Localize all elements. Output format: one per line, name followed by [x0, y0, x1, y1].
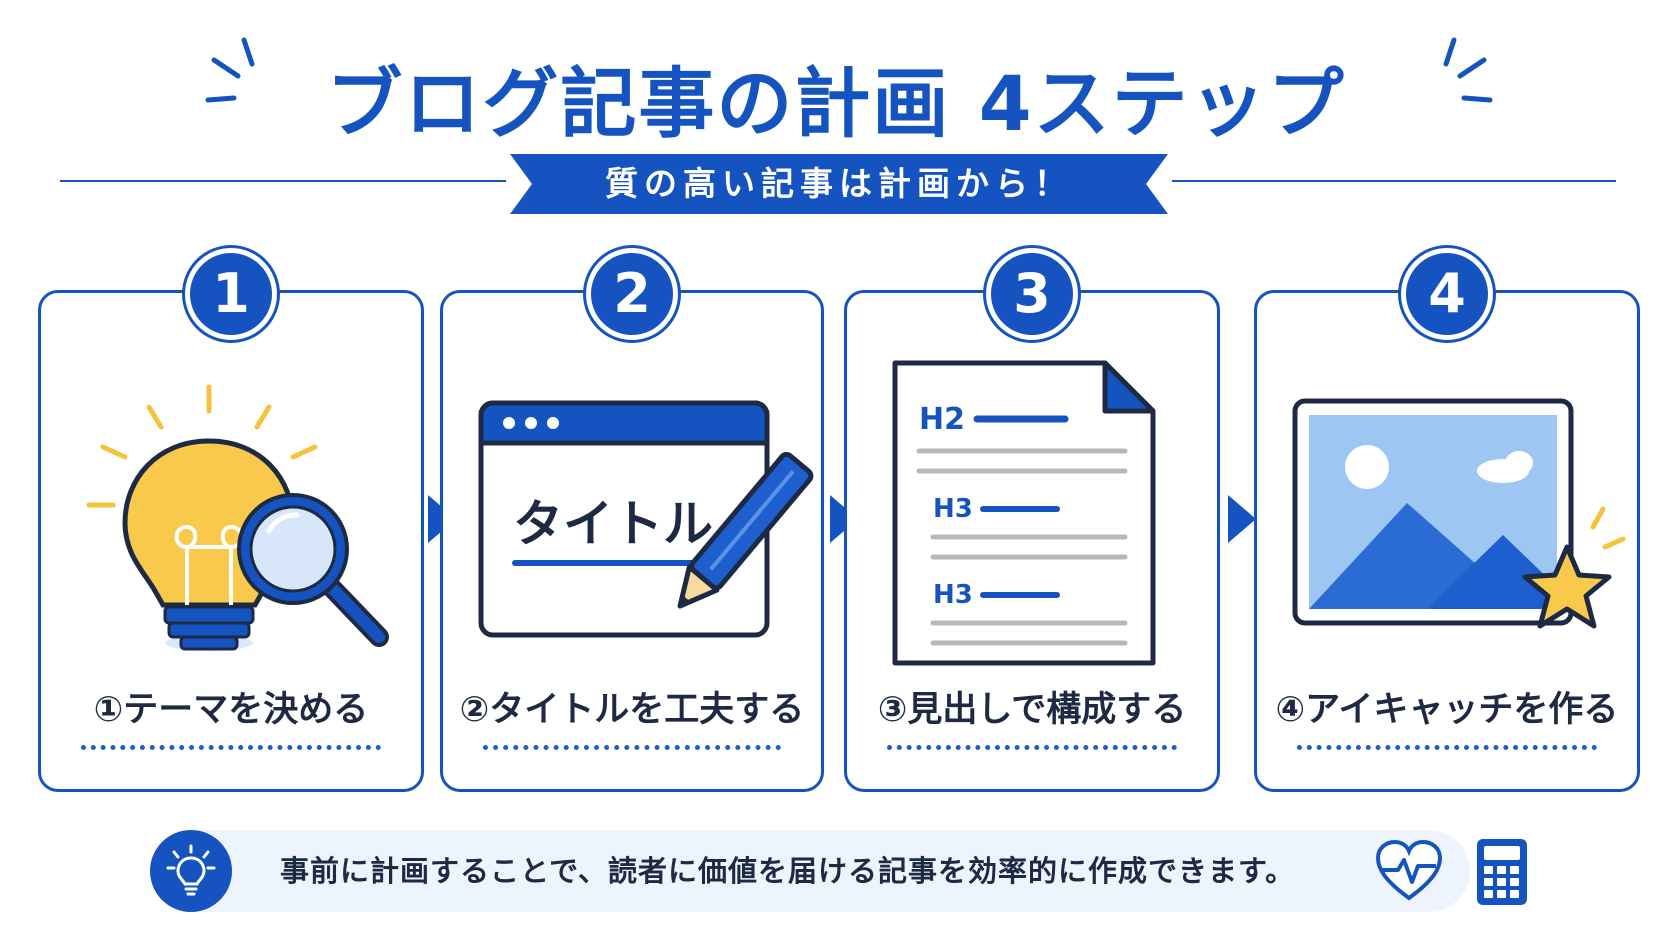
burst-right-icon: [1443, 37, 1493, 103]
step-number-badge: 4: [1401, 248, 1493, 340]
heading-h3: H3: [933, 494, 973, 524]
lightbulb-magnifier-icon: [86, 384, 389, 651]
step-label-2: ②タイトルを工夫する: [459, 690, 805, 730]
burst-left-icon: [205, 37, 255, 103]
step-card-1: 1 ①テーマを決める: [38, 248, 424, 792]
subtitle-ribbon: [510, 154, 1168, 214]
document-headings-icon: H2 H3 H3: [892, 360, 1156, 666]
step-card-4: 4 ④アイキャッチを作る: [1254, 248, 1640, 792]
footer-icon-circle: [150, 830, 232, 912]
dotted-underline: [887, 745, 1177, 750]
step-label-1: ①テーマを決める: [93, 690, 369, 730]
footer-banner: [150, 830, 1470, 912]
divider-left: [60, 180, 506, 182]
step-number-badge: 3: [986, 248, 1078, 340]
subtitle: 質の高い記事は計画から！: [605, 164, 1073, 203]
arrow-right-icon: [1228, 495, 1256, 543]
calculator-icon: [1477, 839, 1527, 905]
footer-text: 事前に計画することで、読者に価値を届ける記事を効率的に作成できます。: [280, 854, 1296, 888]
step-card-3: 3 H2 H3 H3 ③見出しで構成する: [844, 248, 1220, 792]
image-star-icon: [1292, 398, 1626, 629]
dotted-underline: [81, 745, 381, 750]
step-card-2: 2 タイトル ②タイトルを工夫する: [440, 248, 824, 792]
lightbulb-icon: [166, 844, 216, 896]
step-label-3: ③見出しで構成する: [877, 690, 1187, 730]
heading-h3: H3: [933, 580, 973, 610]
dotted-underline: [1297, 745, 1597, 750]
heading-h2: H2: [919, 402, 965, 437]
dotted-underline: [483, 745, 781, 750]
step-label-4: ④アイキャッチを作る: [1275, 690, 1619, 730]
browser-title-text: タイトル: [513, 495, 713, 553]
heart-pulse-icon: [1375, 839, 1443, 901]
divider-right: [1172, 180, 1616, 182]
browser-pencil-icon: タイトル: [478, 400, 814, 638]
page-title: ブログ記事の計画 4ステップ: [326, 59, 1346, 148]
step-number-badge: 2: [586, 248, 678, 340]
step-number-badge: 1: [185, 248, 277, 340]
